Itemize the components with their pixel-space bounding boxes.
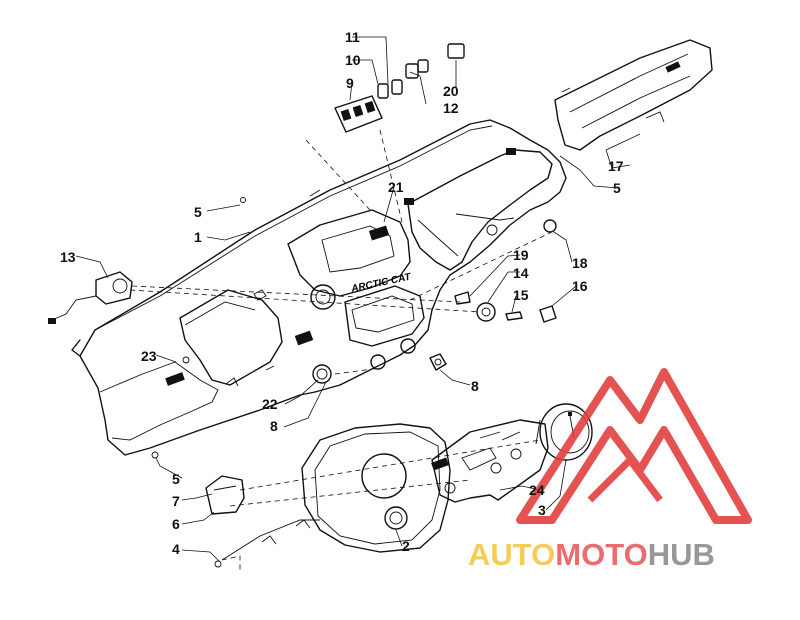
callout-7: 7 [172, 493, 180, 509]
cluster-bezel [301, 423, 451, 553]
small-parts-right [454, 219, 557, 323]
watermark-logo-icon [516, 368, 752, 524]
callout-19: 19 [513, 247, 529, 263]
leader-lines [75, 36, 641, 563]
watermark: AUTOMOTOHUB [468, 368, 752, 572]
callout-18: 18 [572, 255, 588, 271]
callout-3: 3 [538, 502, 546, 518]
callout-15: 15 [513, 287, 529, 303]
watermark-auto: AUTO [468, 537, 555, 572]
callout-12: 12 [443, 100, 459, 116]
callout-11: 11 [345, 29, 360, 45]
callout-23: 23 [141, 348, 157, 364]
watermark-moto: MOTO [555, 537, 647, 572]
callout-9: 9 [346, 75, 354, 91]
watermark-hub: HUB [648, 537, 715, 572]
callout-labels: 11 10 9 20 12 5 1 21 13 19 14 15 16 18 1… [60, 29, 624, 557]
alignment-lines [129, 129, 557, 570]
rocker-switches [377, 43, 465, 99]
callout-8-left: 8 [270, 418, 278, 434]
callout-5-bottom: 5 [172, 471, 180, 487]
upper-display-housing [554, 39, 713, 151]
brand-logo-text: ARCTIC CAT [349, 271, 412, 295]
callout-21: 21 [388, 179, 404, 195]
callout-2: 2 [402, 538, 410, 554]
lower-trim [214, 519, 320, 568]
callout-13: 13 [60, 249, 76, 265]
callout-17: 17 [608, 158, 624, 174]
callout-22: 22 [262, 396, 278, 412]
callout-14: 14 [513, 265, 529, 281]
callout-1: 1 [194, 229, 202, 245]
callout-20: 20 [443, 83, 459, 99]
switch-bank [334, 95, 383, 133]
callout-6: 6 [172, 516, 180, 532]
callout-4: 4 [172, 541, 180, 557]
dashboard-panel: ARCTIC CAT [71, 119, 567, 456]
callout-8-right: 8 [471, 378, 479, 394]
ignition-switch [48, 271, 133, 324]
badge-21 [368, 225, 390, 241]
callout-5-right: 5 [613, 180, 621, 196]
callout-16: 16 [572, 278, 588, 294]
callout-24: 24 [529, 482, 545, 498]
gauge-collar [205, 475, 245, 515]
callout-10: 10 [345, 52, 361, 68]
callout-5-top: 5 [194, 204, 202, 220]
gauge-panel [431, 419, 549, 503]
svg-text:AUTOMOTOHUB: AUTOMOTOHUB [468, 537, 715, 572]
